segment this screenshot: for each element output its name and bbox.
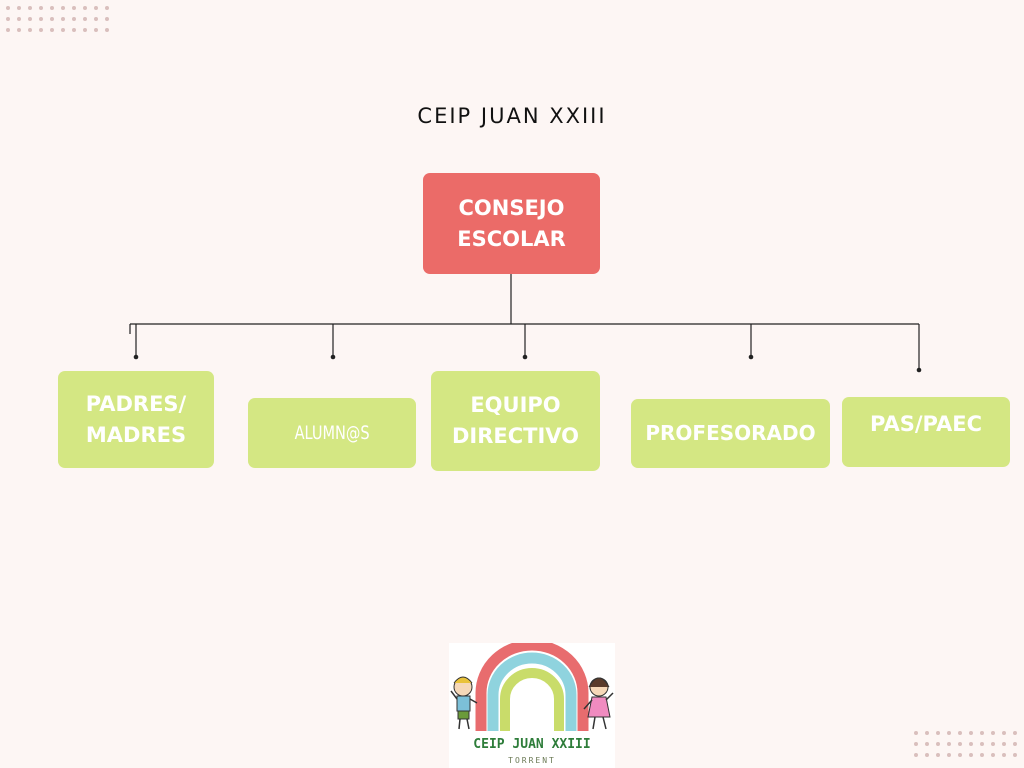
- branch-end-dot: [748, 354, 754, 360]
- decorative-dot: [914, 742, 918, 746]
- node-consejo-escolar: CONSEJO ESCOLAR: [423, 173, 600, 274]
- decorative-dot: [925, 742, 929, 746]
- node-alumnos: ALUMN@S: [248, 398, 416, 468]
- decorative-dot: [28, 17, 32, 21]
- decorative-dot: [1002, 731, 1006, 735]
- decorative-dot: [39, 28, 43, 32]
- node-padres-madres: PADRES/ MADRES: [58, 371, 214, 468]
- node-label: CONSEJO ESCOLAR: [457, 195, 566, 251]
- decorative-dot: [1013, 742, 1017, 746]
- node-label: EQUIPO DIRECTIVO: [451, 393, 580, 448]
- decorative-dot: [936, 742, 940, 746]
- node-label: PROFESORADO: [645, 421, 816, 445]
- decorative-dot: [991, 731, 995, 735]
- decorative-dot: [17, 6, 21, 10]
- decorative-dot: [72, 6, 76, 10]
- decorative-dot: [914, 731, 918, 735]
- decorative-dot: [925, 753, 929, 757]
- node-label: ALUMN@S: [294, 421, 370, 444]
- decorative-dot: [1002, 742, 1006, 746]
- decorative-dot: [105, 28, 109, 32]
- decorative-dot: [936, 731, 940, 735]
- decorative-dot: [991, 753, 995, 757]
- decorative-dot: [958, 731, 962, 735]
- decorative-dot: [61, 28, 65, 32]
- logo-city: TORRENT: [508, 756, 556, 765]
- decorative-dot: [94, 17, 98, 21]
- decorative-dot: [83, 17, 87, 21]
- decorative-dot: [28, 6, 32, 10]
- branch-end-dot: [133, 354, 139, 360]
- decorative-dot: [72, 28, 76, 32]
- decorative-dot: [1013, 731, 1017, 735]
- decorative-dot: [6, 17, 10, 21]
- branch-end-dot: [522, 354, 528, 360]
- decorative-dot: [83, 28, 87, 32]
- decorative-dot: [6, 6, 10, 10]
- page-title: CEIP JUAN XXIII: [417, 104, 607, 128]
- decorative-dot: [958, 742, 962, 746]
- branch-end-dot: [330, 354, 336, 360]
- decorative-dot: [980, 742, 984, 746]
- decorative-dot: [50, 6, 54, 10]
- decorative-dot: [72, 17, 76, 21]
- decorative-dot: [980, 731, 984, 735]
- decorative-dot: [6, 28, 10, 32]
- decorative-dot: [83, 6, 87, 10]
- decorative-dot: [1002, 753, 1006, 757]
- decorative-dot: [947, 753, 951, 757]
- decorative-dot: [39, 17, 43, 21]
- decorative-dot: [105, 17, 109, 21]
- decorative-dot: [958, 753, 962, 757]
- node-equipo-directivo: EQUIPO DIRECTIVO: [431, 371, 600, 471]
- school-logo: CEIP JUAN XXIII TORRENT: [449, 639, 615, 768]
- decorative-dot: [947, 742, 951, 746]
- decorative-dot: [969, 731, 973, 735]
- decorative-dot: [61, 17, 65, 21]
- decorative-dot: [947, 731, 951, 735]
- decorative-dot: [17, 28, 21, 32]
- branch-end-dot: [916, 367, 922, 373]
- decorative-dot: [28, 28, 32, 32]
- node-label: PADRES/ MADRES: [85, 391, 187, 447]
- decorative-dot: [980, 753, 984, 757]
- decorative-dot: [969, 742, 973, 746]
- node-pas-paec: PAS/PAEC: [842, 397, 1010, 467]
- rainbow-logo-graphic: [450, 639, 614, 731]
- decorative-dot: [94, 28, 98, 32]
- decorative-dot: [50, 28, 54, 32]
- decorative-dot: [50, 17, 54, 21]
- decorative-dot: [17, 17, 21, 21]
- decorative-dot: [94, 6, 98, 10]
- logo-school-name: CEIP JUAN XXIII: [473, 737, 591, 752]
- child-boy-icon: [450, 676, 478, 730]
- decorative-dot: [936, 753, 940, 757]
- decorative-dot: [105, 6, 109, 10]
- decorative-dot: [914, 753, 918, 757]
- child-girl-icon: [583, 677, 614, 730]
- node-label: PAS/PAEC: [870, 412, 982, 436]
- decorative-dot: [925, 731, 929, 735]
- decorative-dot: [39, 6, 43, 10]
- decorative-dot: [991, 742, 995, 746]
- node-profesorado: PROFESORADO: [631, 399, 830, 468]
- decorative-dot: [1013, 753, 1017, 757]
- decorative-dot: [61, 6, 65, 10]
- decorative-dot: [969, 753, 973, 757]
